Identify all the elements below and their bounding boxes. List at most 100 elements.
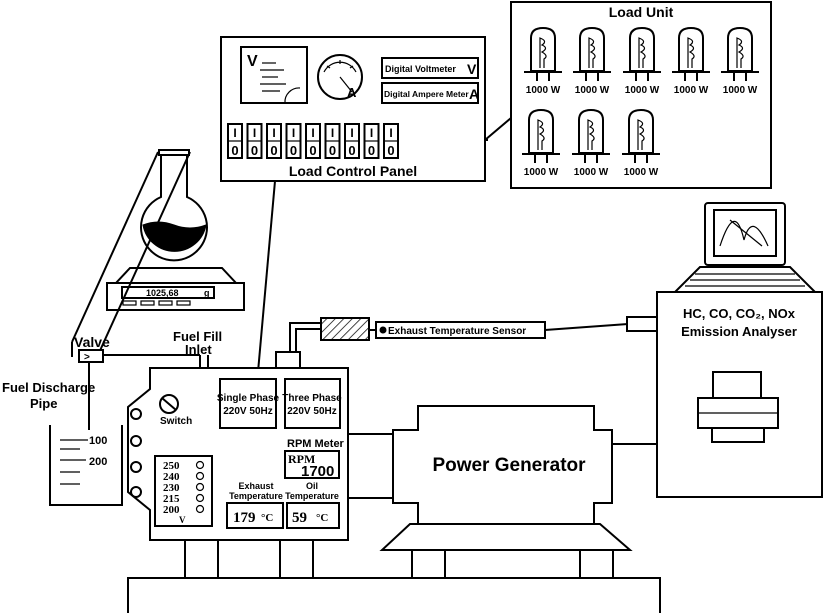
toggle-on-label: I <box>311 126 314 140</box>
load-toggle-switch[interactable]: I0 <box>324 123 341 159</box>
toggle-on-label: I <box>253 126 256 140</box>
oil-temp-unit: °C <box>316 512 328 524</box>
oil-temp-display <box>286 502 340 529</box>
power-generator: Power Generator <box>379 405 633 551</box>
beaker-mark-100: 100 <box>89 435 107 447</box>
load-toggle-switch[interactable]: I0 <box>383 123 399 159</box>
scale-unit: g <box>204 288 210 298</box>
voltage-level-indicator[interactable] <box>195 482 205 492</box>
toggle-on-label: I <box>233 126 236 140</box>
analyser-label-2: Emission Analyser <box>681 324 797 339</box>
digital-voltmeter-unit: V <box>467 61 477 77</box>
analyser-label-1: HC, CO, CO₂, NOx <box>683 306 796 321</box>
voltage-level-label: 230 <box>163 482 180 494</box>
toggle-on-label: I <box>350 126 353 140</box>
fuel-fill-inlet-label-2: Inlet <box>185 342 212 357</box>
toggle-on-label: I <box>272 126 275 140</box>
exhaust-temp-display <box>226 502 284 529</box>
bulb-rating: 1000 W <box>524 167 559 178</box>
toggle-on-label: I <box>389 126 392 140</box>
analyser-probe-connector <box>626 316 658 332</box>
load-toggle-switch[interactable]: I0 <box>266 123 282 159</box>
digital-voltmeter-label: Digital Voltmeter <box>385 64 456 74</box>
three-phase-label-2: 220V 50Hz <box>287 406 336 417</box>
light-bulb: 1000 W <box>622 108 660 178</box>
analog-ammeter: A <box>317 54 363 100</box>
digital-ammeter <box>381 82 479 104</box>
toggle-off-label: 0 <box>309 143 316 158</box>
load-toggle-switch[interactable]: I0 <box>246 123 263 159</box>
bulb-rating: 1000 W <box>674 85 709 96</box>
valve-arrow-icon: > <box>84 352 90 363</box>
voltage-level-label: 250 <box>163 460 180 472</box>
voltmeter-symbol: V <box>247 53 258 70</box>
weighing-scale: 1025,68 g <box>106 267 245 311</box>
voltage-level-indicator[interactable] <box>195 493 205 503</box>
bulb-rating: 1000 W <box>723 85 758 96</box>
load-toggle-switch[interactable]: I0 <box>285 123 302 159</box>
laptop <box>672 202 818 293</box>
toggle-off-label: 0 <box>387 143 394 158</box>
bulb-rating: 1000 W <box>574 167 609 178</box>
toggle-off-label: 0 <box>329 143 336 158</box>
fuel-lines <box>71 151 200 430</box>
voltage-level-indicator[interactable] <box>195 504 205 514</box>
load-unit-title: Load Unit <box>609 4 674 20</box>
bulb-rating: 1000 W <box>625 85 660 96</box>
main-switch[interactable] <box>159 394 179 414</box>
rpm-unit: RPM <box>288 452 315 466</box>
oil-temp-value: 59 <box>292 510 307 526</box>
oil-temp-label-1: Oil <box>306 481 318 491</box>
three-phase-socket <box>284 378 341 429</box>
engine-unit: Switch Single Phase 220V 50Hz Three Phas… <box>127 367 349 541</box>
bulb-rating: 1000 W <box>575 85 610 96</box>
load-control-panel-title: Load Control Panel <box>289 163 417 179</box>
voltage-level-indicator[interactable] <box>195 471 205 481</box>
valve-label: Valve <box>74 334 110 350</box>
callout-line-load-unit <box>484 117 512 141</box>
voltage-level-label: 200 <box>163 504 180 516</box>
light-bulb: 1000 W <box>721 26 759 96</box>
toggle-on-label: I <box>370 126 373 140</box>
light-bulb: 1000 W <box>572 108 610 178</box>
bulb-group: 1000 W 1000 W 1000 W 1000 W 1000 W 1000 W 1000… <box>522 26 759 178</box>
toggle-off-label: 0 <box>290 143 297 158</box>
valve[interactable]: > <box>78 349 104 363</box>
exhaust-temp-value: 179 <box>233 510 256 526</box>
fuel-discharge-label-1: Fuel Discharge <box>2 380 95 395</box>
light-bulb: 1000 W <box>524 26 562 96</box>
toggle-on-label: I <box>331 126 334 140</box>
exhaust-temp-unit: °C <box>261 512 273 524</box>
toggle-off-label: 0 <box>231 143 238 158</box>
load-toggle-switch[interactable]: I0 <box>344 123 360 159</box>
oil-temp-label-2: Temperature <box>285 491 339 501</box>
three-phase-label-1: Three Phase <box>282 393 342 404</box>
digital-ammeter-unit: A <box>469 86 479 102</box>
voltage-level-label: 240 <box>163 471 180 483</box>
fuel-flask <box>140 149 208 262</box>
rpm-value: 1700 <box>301 463 334 480</box>
load-toggle-switch[interactable]: I0 <box>227 123 243 159</box>
voltage-unit: V <box>179 515 186 525</box>
sensor-label: Exhaust Temperature Sensor <box>388 326 526 337</box>
toggle-off-label: 0 <box>368 143 375 158</box>
scale-reading: 1025,68 <box>146 288 179 298</box>
switch-label: Switch <box>160 416 192 427</box>
voltage-level-indicator[interactable] <box>195 460 205 470</box>
power-generator-label: Power Generator <box>432 455 586 476</box>
load-toggle-switch[interactable]: I0 <box>305 123 321 159</box>
single-phase-label-1: Single Phase <box>217 393 280 404</box>
toggle-off-label: 0 <box>270 143 277 158</box>
fuel-fill-inlet-label-1: Fuel Fill <box>173 329 222 344</box>
beaker-mark-200: 200 <box>89 456 107 468</box>
light-bulb: 1000 W <box>573 26 611 96</box>
fuel-discharge-label-2: Pipe <box>30 396 57 411</box>
emission-analyser: HC, CO, CO₂, NOx Emission Analyser <box>656 291 823 498</box>
load-toggle-switch[interactable]: I0 <box>363 123 380 159</box>
load-control-panel: V A Digital Voltmeter V Digital Ampere M… <box>220 36 486 182</box>
rpm-meter-label: RPM Meter <box>287 438 345 450</box>
bulb-rating: 1000 W <box>526 85 561 96</box>
